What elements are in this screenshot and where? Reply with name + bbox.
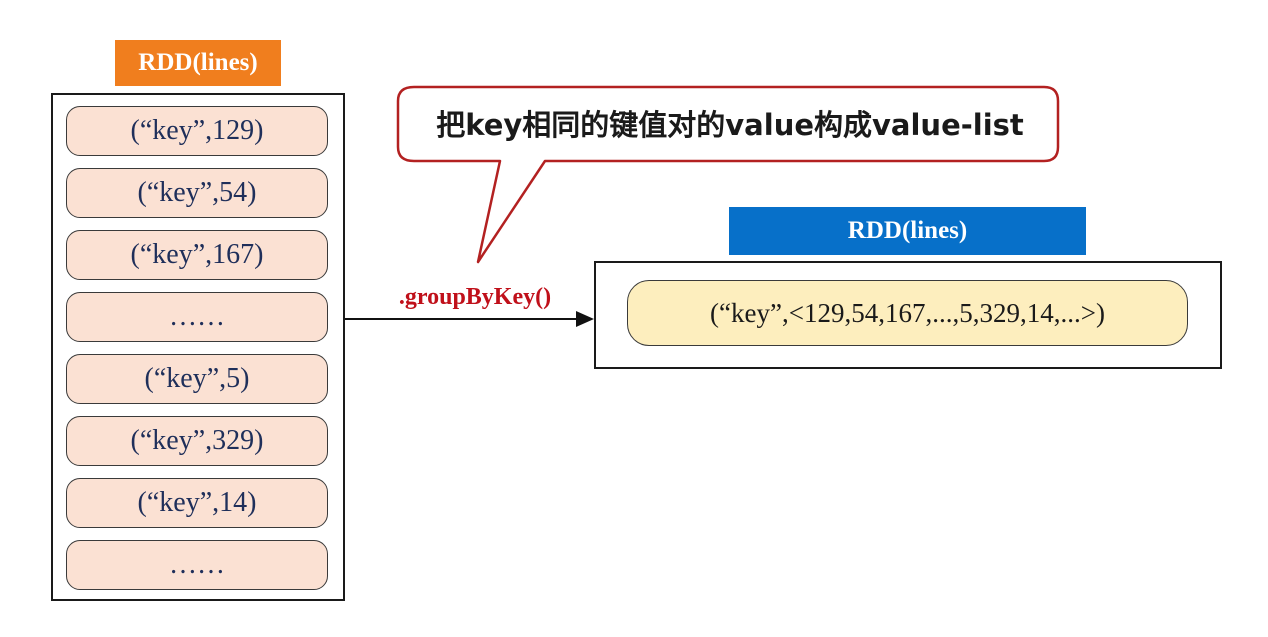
- input-rdd-item: (“key”,129): [66, 106, 328, 156]
- transform-arrow-head: [576, 311, 594, 327]
- callout-bubble: [396, 85, 1060, 264]
- callout-text: 把key相同的键值对的value构成value-list: [436, 108, 1024, 142]
- input-rdd-item: (“key”,329): [66, 416, 328, 466]
- input-rdd-item: (“key”,5): [66, 354, 328, 404]
- operation-label: .groupByKey(): [398, 284, 552, 310]
- input-rdd-item-ellipsis: ……: [66, 292, 328, 342]
- output-rdd-label: RDD(lines): [729, 207, 1086, 255]
- input-rdd-label: RDD(lines): [115, 40, 281, 86]
- output-rdd-result: (“key”,<129,54,167,...,5,329,14,...>): [627, 280, 1188, 346]
- input-rdd-item: (“key”,54): [66, 168, 328, 218]
- input-rdd-item-ellipsis: ……: [66, 540, 328, 590]
- input-rdd-item: (“key”,14): [66, 478, 328, 528]
- input-rdd-item: (“key”,167): [66, 230, 328, 280]
